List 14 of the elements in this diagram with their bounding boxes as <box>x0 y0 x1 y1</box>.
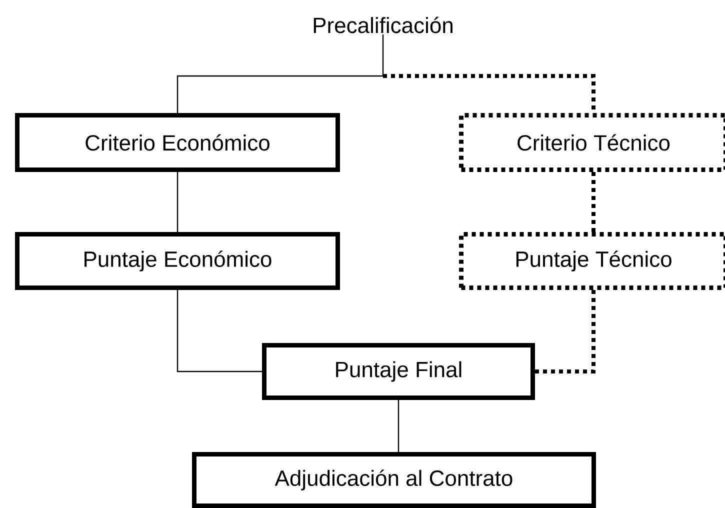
connector-line <box>176 290 262 372</box>
process-box: Criterio Técnico <box>459 113 725 172</box>
process-box: Adjudicación al Contrato <box>192 452 596 508</box>
process-box: Puntaje Económico <box>15 232 340 290</box>
stage-label: Precalificación <box>314 16 452 34</box>
connector-line <box>176 75 383 113</box>
process-box: Puntaje Técnico <box>459 232 725 290</box>
connector-line <box>398 400 400 452</box>
connector-line <box>535 290 596 374</box>
process-box: Criterio Económico <box>15 113 340 172</box>
process-box: Puntaje Final <box>262 343 535 400</box>
connector-line <box>382 34 384 76</box>
connector-line <box>592 172 596 232</box>
connector-line <box>176 172 178 232</box>
